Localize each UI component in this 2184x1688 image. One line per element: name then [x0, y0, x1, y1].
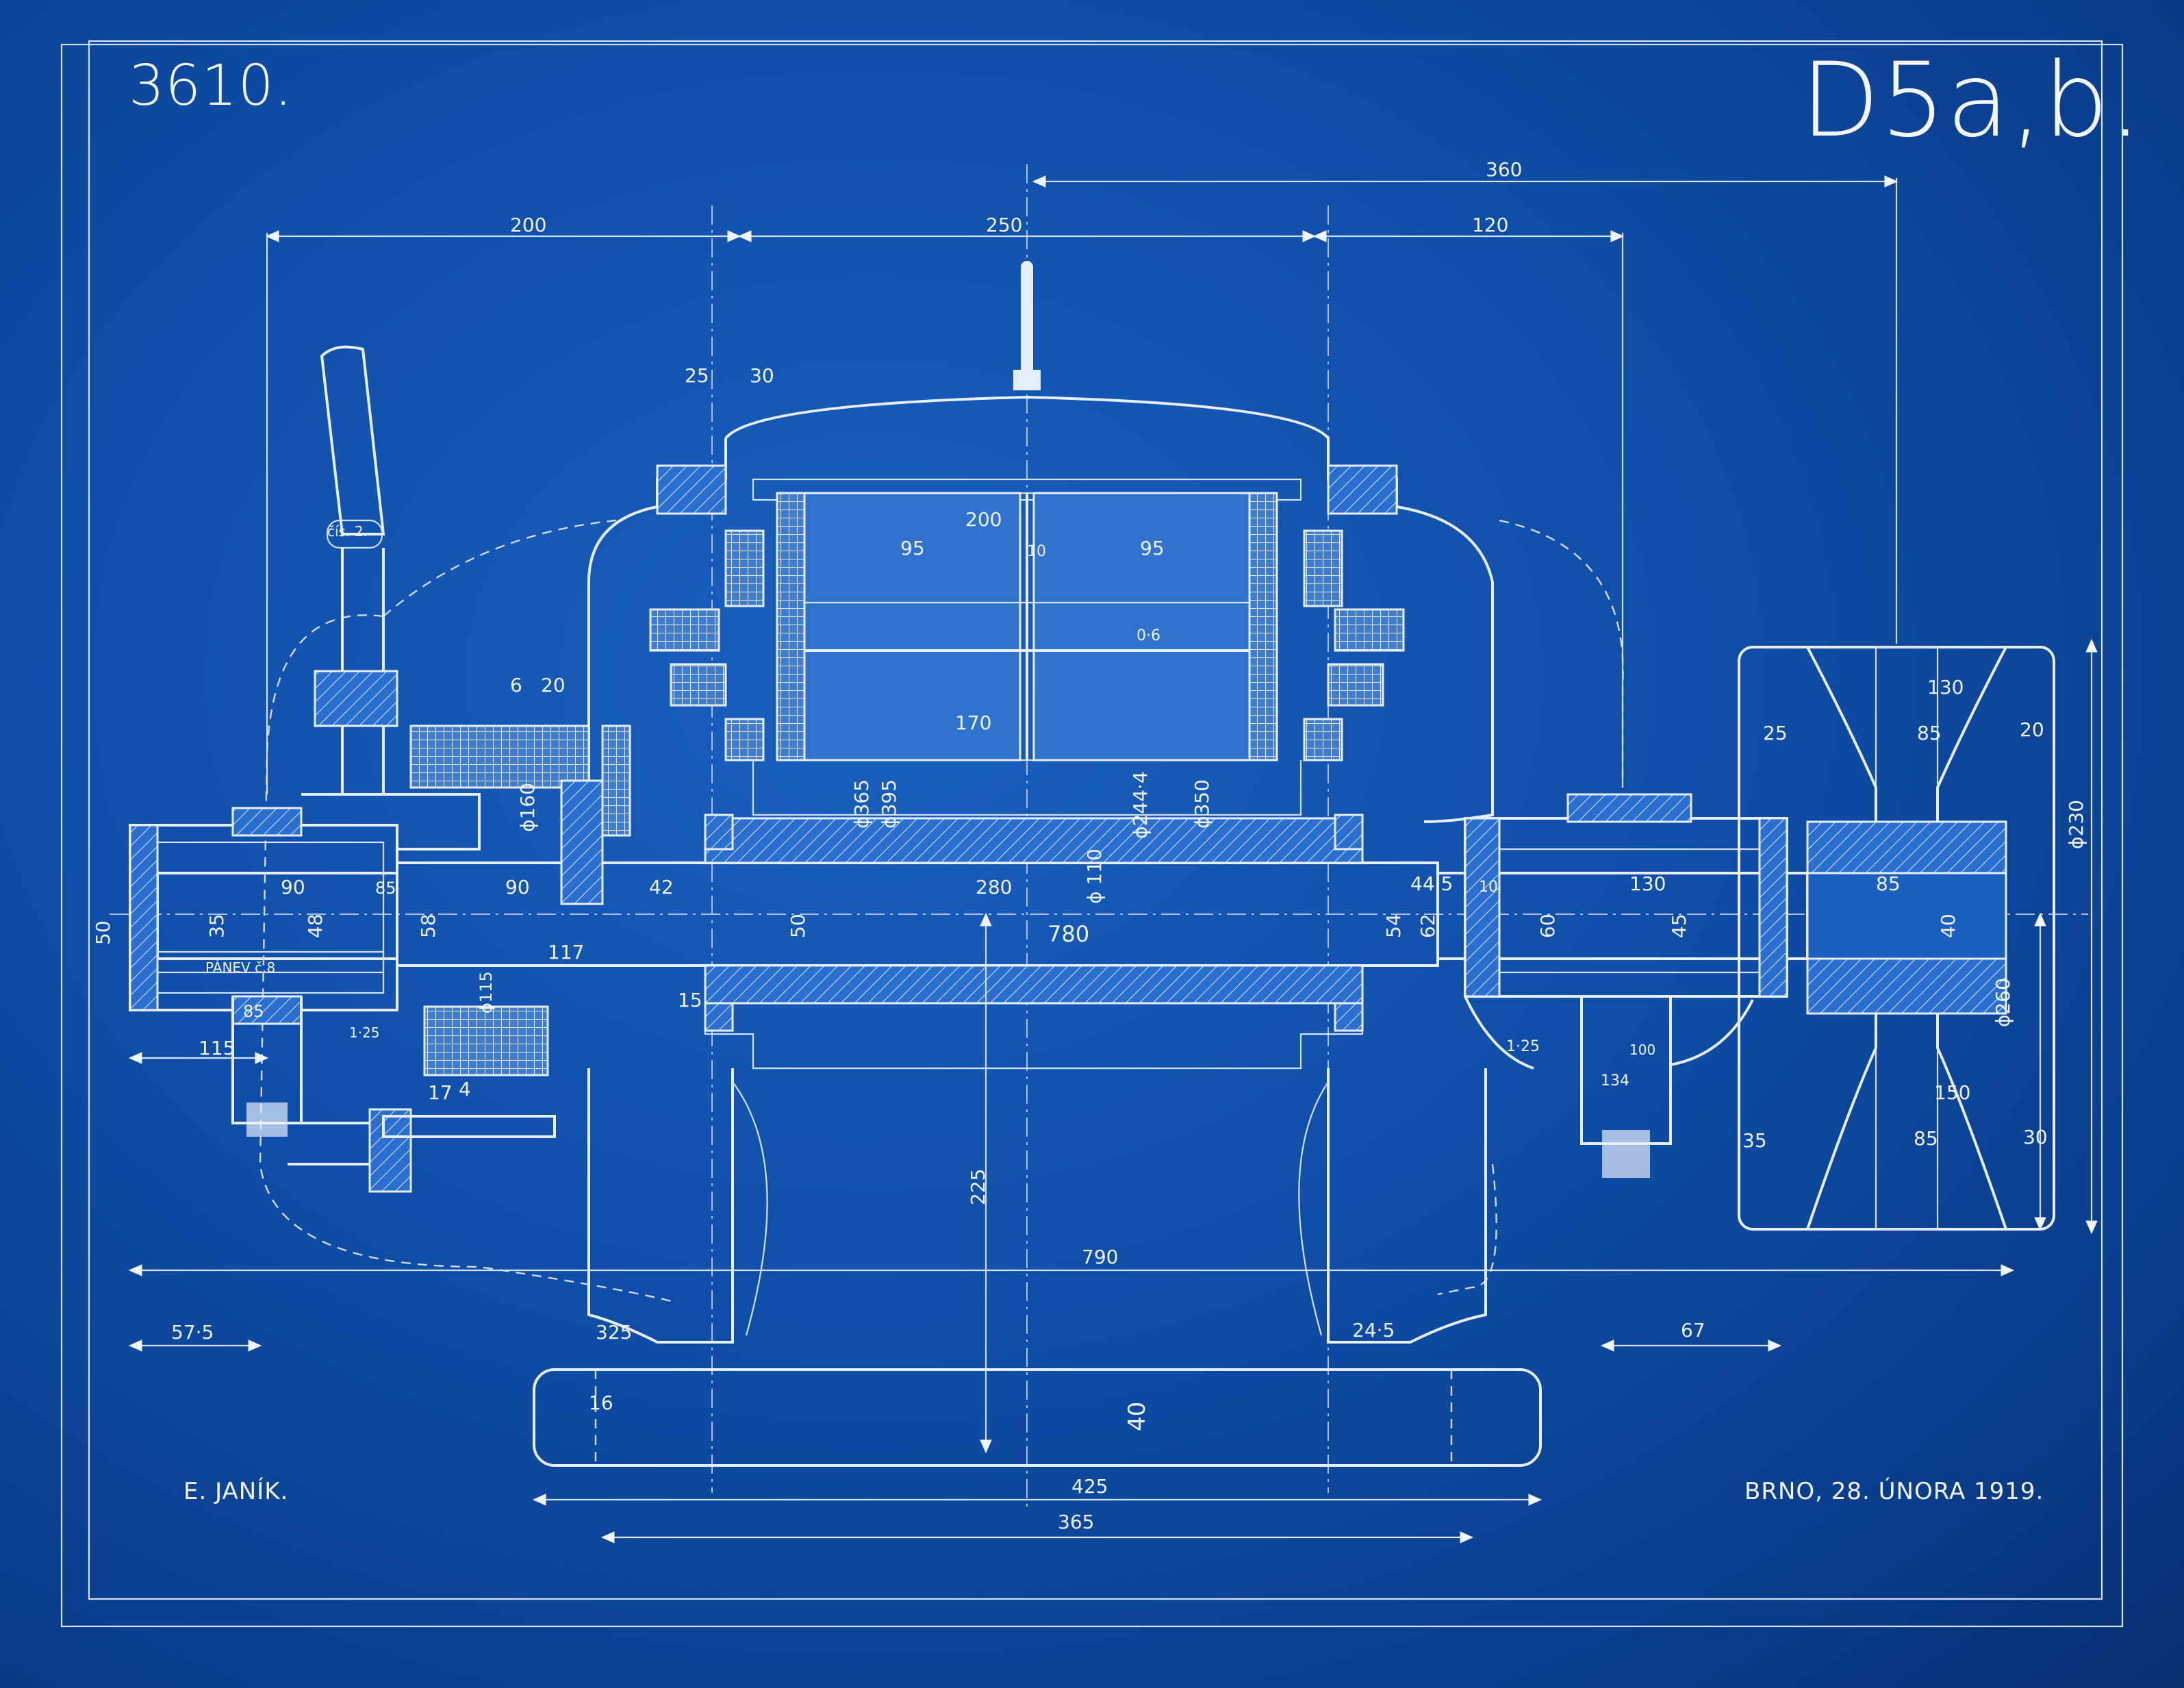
vertical-dimension-labels: ϕ365 ϕ395 ϕ244·4 ϕ350 ϕ160 ϕ 110 50 35 4… [92, 771, 2087, 1431]
stator-windings [649, 529, 1405, 761]
dim-35: 35 [205, 914, 228, 938]
dim-shaft-280: 280 [976, 876, 1012, 898]
dim-pulley-35: 35 [1742, 1129, 1767, 1152]
stator-housing [587, 261, 1494, 823]
dim-left-42: 42 [649, 876, 674, 898]
dim-pulley-130: 130 [1927, 676, 1964, 698]
dim-pulley-85: 85 [1917, 722, 1942, 744]
dim-top-250: 250 [986, 214, 1022, 236]
place-and-date: BRNO, 28. ÚNORA 1919. [1744, 1478, 2044, 1505]
dim-24-5: 24·5 [1352, 1319, 1395, 1341]
dim-gear-20: 20 [541, 674, 566, 696]
dim-phi230: ϕ230 [2065, 800, 2087, 849]
dim-base-425: 425 [1071, 1475, 1108, 1498]
dim-100: 100 [1629, 1042, 1655, 1058]
dim-1-25r: 1·25 [1506, 1038, 1540, 1055]
dim-rotor-10: 10 [1027, 543, 1046, 560]
dim-pulley-25: 25 [1763, 722, 1788, 744]
dim-top-360: 360 [1486, 158, 1522, 181]
dim-left-90: 90 [281, 876, 305, 898]
dim-225: 225 [967, 1169, 989, 1205]
dim-50c: 50 [787, 914, 809, 938]
dim-150: 150 [1934, 1081, 1970, 1104]
dim-right-10: 10 [1479, 879, 1498, 896]
dim-115: 115 [199, 1037, 235, 1059]
dim-left-90b: 90 [505, 876, 530, 898]
dim-phi395: ϕ395 [878, 779, 900, 829]
dim-rotor-170: 170 [955, 711, 991, 734]
dim-base-40: 40 [1123, 1402, 1151, 1431]
dim-phi115: ϕ115 [477, 971, 496, 1013]
dim-17: 17 [428, 1081, 453, 1104]
shift-lever [288, 345, 631, 1193]
dim-15: 15 [678, 989, 702, 1011]
dim-shaft-780: 780 [1047, 921, 1089, 947]
dim-rotor-95-right: 95 [1140, 537, 1165, 559]
dim-57-5: 57·5 [171, 1321, 214, 1344]
dim-58: 58 [417, 914, 440, 938]
dim-pulley-85b: 85 [1914, 1127, 1938, 1150]
pulley [1738, 646, 2055, 1231]
dim-rotor-200: 200 [965, 508, 1002, 531]
dim-phi350: ϕ350 [1191, 779, 1213, 829]
dim-panev: PÁNEV č.8 [205, 959, 275, 976]
border-frame [60, 40, 2124, 1628]
foundation-base [533, 1068, 1542, 1467]
stator-lower-frame [704, 760, 1364, 1070]
author-signature: E. JANÍK. [183, 1478, 289, 1505]
dim-top-200: 200 [510, 214, 546, 236]
dim-gear-6: 6 [510, 674, 522, 696]
dim-phi110: ϕ 110 [1083, 848, 1106, 904]
lever-tag: čís. 2. [327, 523, 368, 540]
dim-60: 60 [1536, 914, 1559, 938]
dim-30: 30 [750, 364, 774, 387]
dim-rotor-95-left: 95 [900, 537, 925, 559]
dim-phi365: ϕ365 [850, 779, 873, 829]
dim-54: 54 [1382, 914, 1405, 938]
dim-67: 67 [1681, 1319, 1705, 1341]
dim-left-85: 85 [375, 879, 396, 898]
dim-pulley-30: 30 [2023, 1126, 2048, 1148]
dim-gap-06: 0·6 [1137, 627, 1160, 644]
dim-left-50: 50 [92, 920, 114, 945]
dimension-lines [128, 175, 2098, 1544]
dim-total-790: 790 [1082, 1246, 1118, 1268]
sheet-number: 3610. [129, 53, 293, 118]
dim-1-25: 1·25 [349, 1024, 380, 1041]
dim-62: 62 [1417, 914, 1439, 938]
dim-phi244-4: ϕ244·4 [1129, 771, 1152, 839]
dim-right-85: 85 [1876, 872, 1901, 895]
dimension-labels: 360 200 250 120 25 30 200 95 10 95 0·6 1… [171, 158, 2048, 1533]
dim-base-365: 365 [1058, 1511, 1094, 1533]
dim-4: 4 [459, 1078, 471, 1100]
dim-top-120: 120 [1472, 214, 1508, 236]
dim-134: 134 [1601, 1072, 1629, 1089]
dim-right-130: 130 [1629, 872, 1666, 895]
dim-85b: 85 [243, 1002, 264, 1021]
dim-phi260: ϕ260 [1992, 978, 2014, 1027]
dim-117: 117 [548, 941, 584, 963]
left-bearing [129, 807, 398, 1137]
dim-40: 40 [1937, 914, 1959, 938]
dim-325: 325 [596, 1321, 632, 1344]
dim-25: 25 [685, 364, 709, 387]
drawing-code: D5a,b. [1801, 41, 2143, 160]
main-shaft [156, 817, 1809, 1005]
dim-48: 48 [304, 914, 327, 938]
dim-44-5: 44·5 [1410, 872, 1453, 895]
dim-45: 45 [1668, 914, 1690, 938]
dim-16: 16 [589, 1391, 613, 1414]
right-bearing [1464, 793, 1788, 1178]
rotor-core [776, 492, 1278, 761]
dim-pulley-20: 20 [2020, 718, 2044, 741]
dim-phi160: ϕ160 [516, 783, 539, 832]
